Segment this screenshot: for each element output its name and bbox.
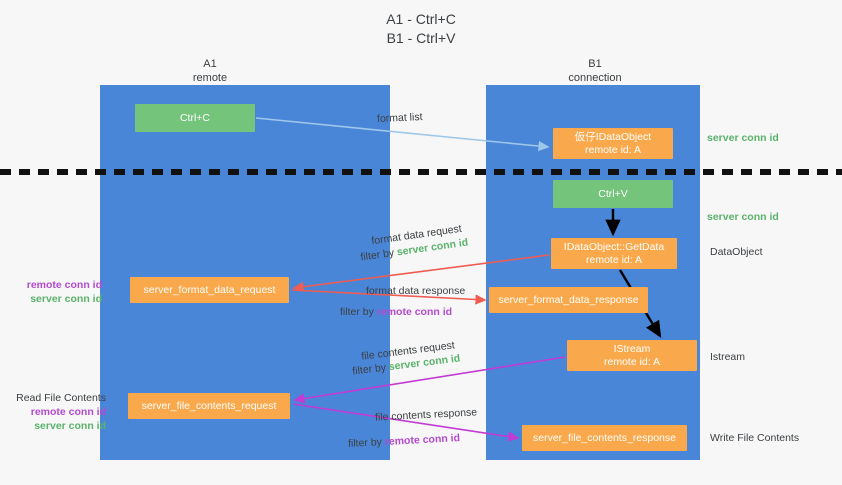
arrow-file-contents-response <box>292 403 520 442</box>
arrow-format-data-response <box>291 289 487 305</box>
node-server-format-data-request[interactable]: server_format_data_request <box>130 277 289 303</box>
node-idataobject-subtitle: remote id: A <box>584 143 642 156</box>
page-title: A1 - Ctrl+C B1 - Ctrl+V <box>0 10 842 48</box>
filter-value-remote-conn-2: remote conn id <box>384 432 461 448</box>
node-getdata-label: IDataObject::GetData <box>563 240 665 253</box>
node-ctrl-c-label: Ctrl+C <box>179 111 211 124</box>
label-left-conn-ids-file: Read File Contents remote conn id server… <box>8 391 106 433</box>
node-server-format-data-response-label: server_format_data_response <box>498 293 639 306</box>
node-idataobject-label: 仮仔IDataObject <box>574 130 652 143</box>
lane-b1-sub: connection <box>568 72 622 84</box>
node-getdata-subtitle: remote id: A <box>585 253 643 266</box>
label-format-list: format list <box>376 111 423 125</box>
label-format-data-response-filter: filter by remote conn id <box>340 305 452 319</box>
label-server-conn-id-1: server conn id <box>30 293 102 305</box>
label-left-conn-ids-format: remote conn id server conn id <box>8 278 102 306</box>
label-read-file-contents: Read File Contents <box>16 392 106 404</box>
node-istream-subtitle: remote id: A <box>603 355 661 368</box>
arrow-format-list <box>255 117 550 152</box>
node-ctrl-v[interactable]: Ctrl+V <box>553 180 673 208</box>
label-server-conn-id-top: server conn id <box>707 132 779 144</box>
node-server-format-data-request-label: server_format_data_request <box>143 283 276 296</box>
lane-b1-name: B1 <box>588 58 602 70</box>
node-ctrl-c[interactable]: Ctrl+C <box>135 104 255 132</box>
title-line-1: A1 - Ctrl+C <box>386 11 456 27</box>
filter-value-remote-conn-1: remote conn id <box>376 306 453 318</box>
node-server-file-contents-response[interactable]: server_file_contents_response <box>522 425 687 451</box>
label-remote-conn-id-1: remote conn id <box>26 279 102 291</box>
label-dataobject: DataObject <box>710 246 763 258</box>
label-format-data-response: format data response <box>366 285 466 297</box>
node-server-file-contents-request[interactable]: server_file_contents_request <box>128 393 290 419</box>
node-server-format-data-response[interactable]: server_format_data_response <box>489 287 648 313</box>
label-server-conn-id-mid: server conn id <box>707 211 779 223</box>
lane-a1-name: A1 <box>203 58 217 70</box>
lane-a1-sub: remote <box>192 72 228 84</box>
node-istream-label: IStream <box>613 342 651 355</box>
label-server-conn-id-2: server conn id <box>34 420 106 432</box>
filter-by-text-2: filter by <box>340 306 374 318</box>
label-remote-conn-id-2: remote conn id <box>30 406 106 418</box>
arrow-format-data-request <box>292 254 550 292</box>
filter-by-text-4: filter by <box>347 436 383 450</box>
node-idataobject[interactable]: 仮仔IDataObject remote id: A <box>553 128 673 159</box>
title-line-2: B1 - Ctrl+V <box>386 30 456 46</box>
lane-header-b1: B1 connection <box>520 57 670 85</box>
node-istream[interactable]: IStream remote id: A <box>567 340 697 371</box>
label-write-file-contents: Write File Contents <box>710 432 800 444</box>
node-idataobject-getdata[interactable]: IDataObject::GetData remote id: A <box>551 238 677 269</box>
label-istream: Istream <box>710 351 746 363</box>
arrow-file-contents-request <box>293 356 566 404</box>
node-ctrl-v-label: Ctrl+V <box>598 187 628 200</box>
lane-header-a1: A1 remote <box>140 57 280 85</box>
node-server-file-contents-request-label: server_file_contents_request <box>141 399 277 412</box>
node-server-file-contents-response-label: server_file_contents_response <box>532 431 676 444</box>
